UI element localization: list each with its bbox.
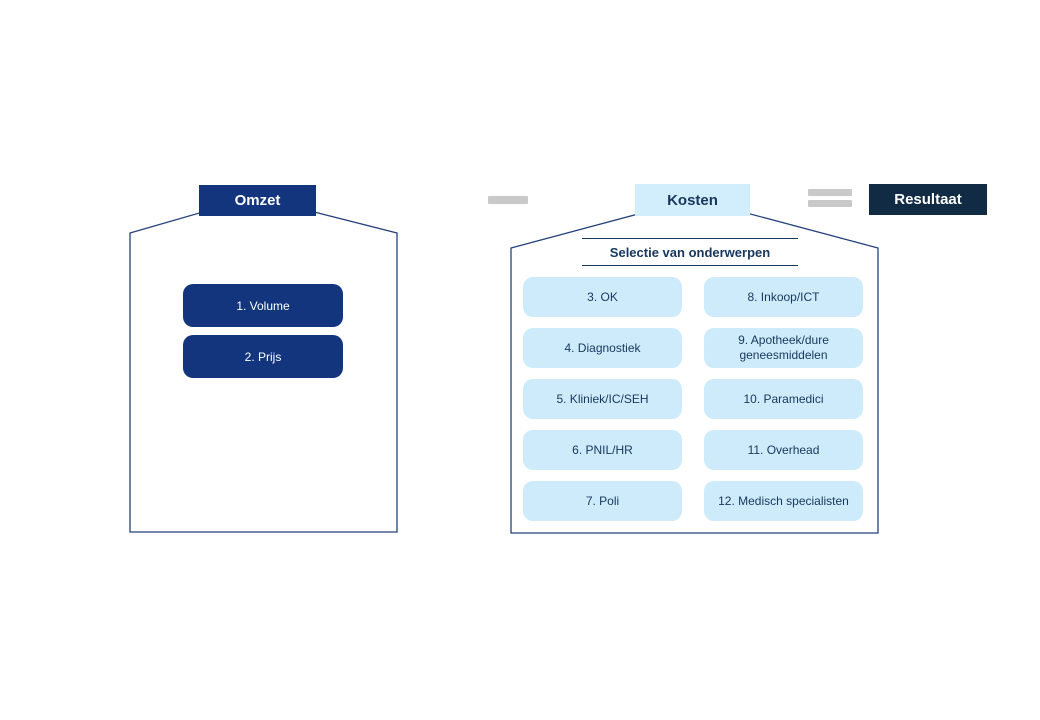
cost-house-title: Kosten: [635, 184, 750, 216]
cost-item-paramedici: 10. Paramedici: [704, 379, 863, 419]
cost-item-apotheek-dure-geneesmiddelen: 9. Apotheek/dure geneesmiddelen: [704, 328, 863, 368]
revenue-house-title: Omzet: [199, 185, 316, 216]
cost-item-inkoop-ict: 8. Inkoop/ICT: [704, 277, 863, 317]
cost-item-poli: 7. Poli: [523, 481, 682, 521]
cost-item-ok: 3. OK: [523, 277, 682, 317]
revenue-item-prijs: 2. Prijs: [183, 335, 343, 378]
cost-item-medisch-specialisten: 12. Medisch specialisten: [704, 481, 863, 521]
cost-item-pnil-hr: 6. PNIL/HR: [523, 430, 682, 470]
cost-item-diagnostiek: 4. Diagnostiek: [523, 328, 682, 368]
cost-item-kliniek-ic-seh: 5. Kliniek/IC/SEH: [523, 379, 682, 419]
equals-icon: [808, 200, 852, 207]
revenue-item-volume: 1. Volume: [183, 284, 343, 327]
cost-item-overhead: 11. Overhead: [704, 430, 863, 470]
equals-icon: [808, 189, 852, 196]
minus-icon: [488, 196, 528, 204]
result-title: Resultaat: [869, 184, 987, 215]
cost-house-subtitle: Selectie van onderwerpen: [582, 238, 798, 266]
